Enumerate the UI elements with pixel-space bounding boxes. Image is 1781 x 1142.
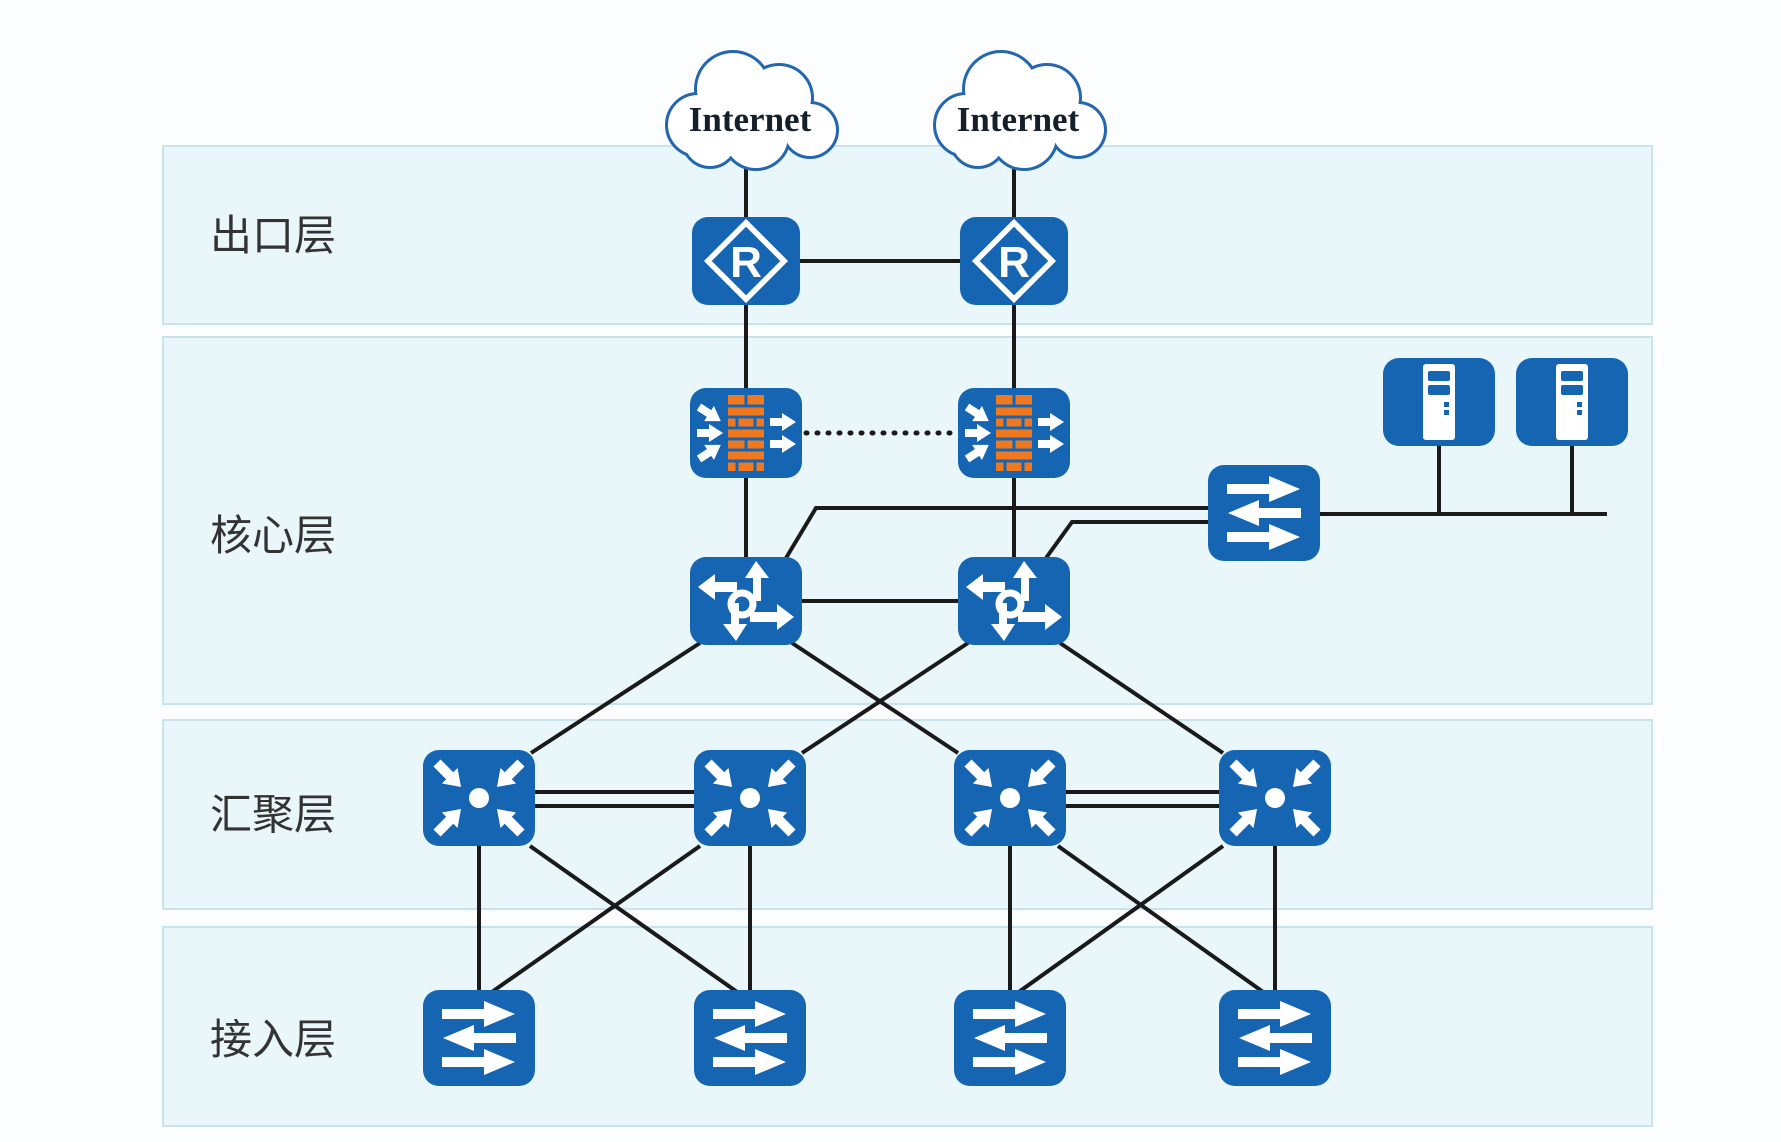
access-switch-2	[694, 990, 806, 1086]
layer-band-egress	[162, 145, 1653, 325]
link-core2-agg4	[1058, 641, 1225, 755]
layer-band-access	[162, 926, 1653, 1127]
access-switch-3	[954, 990, 1066, 1086]
layer-label-core: 核心层	[210, 512, 336, 559]
core-switch-1	[690, 557, 802, 645]
server-icon	[1383, 358, 1495, 446]
switch-icon	[1208, 465, 1320, 561]
firewall-icon	[688, 386, 804, 480]
aggregation-switch-icon	[1219, 750, 1331, 846]
switch-icon	[1219, 990, 1331, 1086]
server-icon	[1516, 358, 1628, 446]
firewall-2	[956, 386, 1072, 480]
link-core2-agg2	[800, 641, 970, 755]
link-agg1-access2	[528, 844, 742, 996]
firewall-1	[688, 386, 804, 480]
aggregation-switch-icon	[423, 750, 535, 846]
access-switch-1	[423, 990, 535, 1086]
access-switch-4	[1219, 990, 1331, 1086]
layer-label-aggregation: 汇聚层	[210, 791, 336, 838]
switch-icon	[423, 990, 535, 1086]
link-core1-agg1	[529, 641, 702, 755]
agg-switch-4	[1219, 750, 1331, 846]
agg-switch-3	[954, 750, 1066, 846]
layer-label-egress: 出口层	[210, 212, 336, 259]
switch-icon	[954, 990, 1066, 1086]
router-icon	[692, 217, 800, 305]
layer-labels: 出口层 核心层 汇聚层 接入层	[210, 212, 336, 1063]
link-agg2-access1	[487, 844, 702, 996]
router-1	[692, 217, 800, 305]
internet-cloud-2: Internet	[933, 50, 1107, 171]
internet-label-1: Internet	[689, 100, 812, 139]
internet-cloud-1: Internet	[665, 50, 839, 171]
link-agg4-access3	[1014, 844, 1225, 996]
firewall-icon	[956, 386, 1072, 480]
switch-icon	[694, 990, 806, 1086]
internet-label-2: Internet	[957, 100, 1080, 139]
core-switch-icon	[958, 557, 1070, 645]
router-2	[960, 217, 1068, 305]
server-switch	[1208, 465, 1320, 561]
layer-label-access: 接入层	[210, 1016, 336, 1063]
layer-bands	[162, 145, 1653, 1127]
aggregation-switch-icon	[954, 750, 1066, 846]
connection-lines	[477, 155, 1607, 996]
core-switch-icon	[690, 557, 802, 645]
link-core1-serverswitch	[784, 506, 1215, 560]
aggregation-switch-icon	[694, 750, 806, 846]
core-switch-2	[958, 557, 1070, 645]
link-agg3-access4	[1056, 844, 1268, 996]
router-icon	[960, 217, 1068, 305]
agg-switch-2	[694, 750, 806, 846]
agg-switch-1	[423, 750, 535, 846]
layer-band-aggregation	[162, 719, 1653, 910]
link-core2-serverswitch	[1044, 520, 1215, 560]
link-core1-agg3	[790, 641, 960, 755]
server-1	[1383, 358, 1495, 446]
server-2	[1516, 358, 1628, 446]
